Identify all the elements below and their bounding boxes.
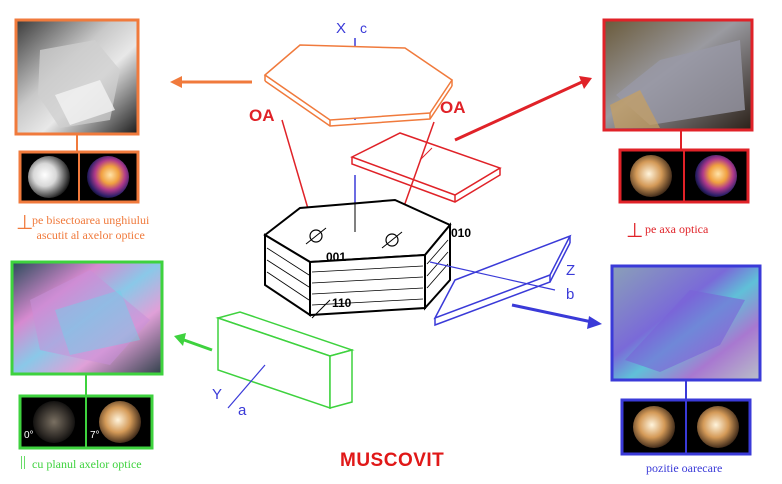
orange-conoscope-right	[87, 156, 129, 198]
optic-axis-left-label: OA	[249, 106, 275, 125]
orange-hexagon-plate	[263, 44, 454, 121]
c-axis-label: c	[360, 20, 367, 36]
orange-perp-symbol: ⊥	[16, 212, 34, 234]
crystal-right-face	[424, 222, 451, 311]
crystal-side-face	[309, 253, 426, 317]
orange-caption: pe bisectoarea unghiului ascutit al axel…	[32, 213, 150, 242]
blue-arrow	[511, 303, 593, 324]
blue-conoscope-left	[633, 406, 675, 448]
blue-conoscope-right	[697, 406, 739, 448]
green-conoscope-left	[33, 401, 75, 443]
b-axis-label: b	[566, 286, 575, 303]
green-caption: cu planul axelor optice	[32, 457, 142, 471]
blue-caption: pozitie oarecare	[646, 461, 723, 475]
green-conoscope-right	[99, 401, 141, 443]
red-conoscope-right	[695, 155, 737, 197]
green-parallel-symbol: ||	[20, 454, 27, 470]
optic-axis-right-label: OA	[440, 98, 466, 117]
green-section	[10, 260, 213, 450]
y-axis-label: Y	[212, 386, 223, 403]
diagram-title: MUSCOVIT	[340, 450, 445, 471]
green-arrow	[183, 338, 213, 352]
x-axis-label: X	[336, 20, 347, 37]
red-perp-symbol: ⊥	[626, 220, 644, 242]
z-axis-label: Z	[566, 262, 576, 279]
face-label-010: 010	[451, 226, 472, 240]
a-axis-label: a	[238, 402, 247, 419]
orange-section	[14, 18, 252, 204]
b-axis-line	[429, 261, 556, 291]
face-label-001: 001	[326, 250, 347, 264]
green-conoscope-angle-0: 0°	[24, 430, 34, 441]
a-axis-line	[227, 364, 266, 409]
red-caption: pe axa optica	[645, 222, 709, 236]
red-section	[454, 18, 754, 204]
green-conoscope-angle-7: 7°	[90, 430, 100, 441]
orange-conoscope-left	[28, 156, 70, 198]
red-conoscope-left	[630, 155, 672, 197]
face-label-110: 110	[332, 296, 352, 310]
crystal-model	[215, 38, 572, 410]
blue-section	[511, 264, 762, 456]
red-arrow	[454, 80, 583, 142]
